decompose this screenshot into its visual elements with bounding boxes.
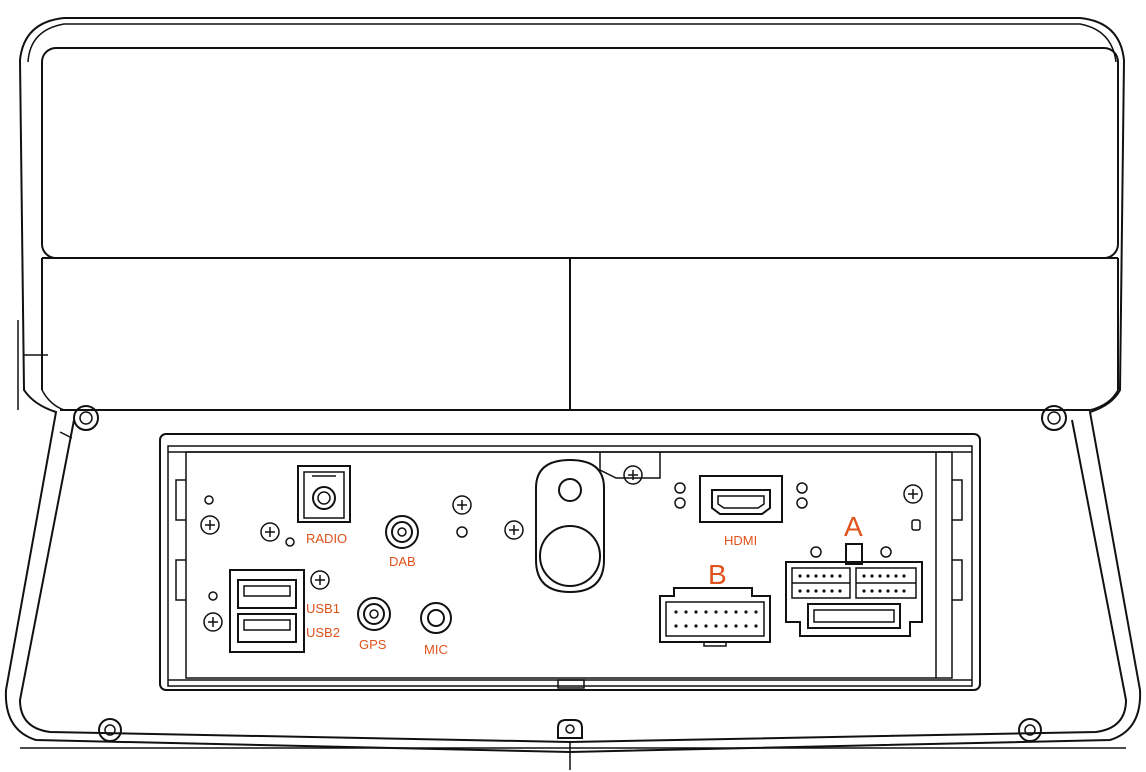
dab-label: DAB [389, 554, 416, 569]
usb1-label: USB1 [306, 601, 340, 616]
screws [200, 465, 923, 632]
knob-slot [535, 458, 605, 594]
mounting-bolts [73, 405, 1067, 742]
connector-b [659, 587, 771, 647]
hdmi-port [699, 475, 783, 523]
gps-label: GPS [359, 637, 387, 652]
connector-a-label: A [844, 511, 863, 542]
connector-a [785, 543, 923, 637]
usb-ports [229, 569, 305, 653]
rear-panel [159, 433, 981, 691]
outer-housing [4, 17, 1142, 770]
usb2-label: USB2 [306, 625, 340, 640]
gps-connector [357, 597, 391, 631]
connector-b-label: B [708, 559, 727, 590]
dab-connector [385, 515, 419, 549]
hdmi-label: HDMI [724, 533, 757, 548]
mic-label: MIC [424, 642, 448, 657]
mic-jack [420, 602, 452, 634]
radio-connector [297, 465, 351, 523]
radio-label: RADIO [306, 531, 347, 546]
